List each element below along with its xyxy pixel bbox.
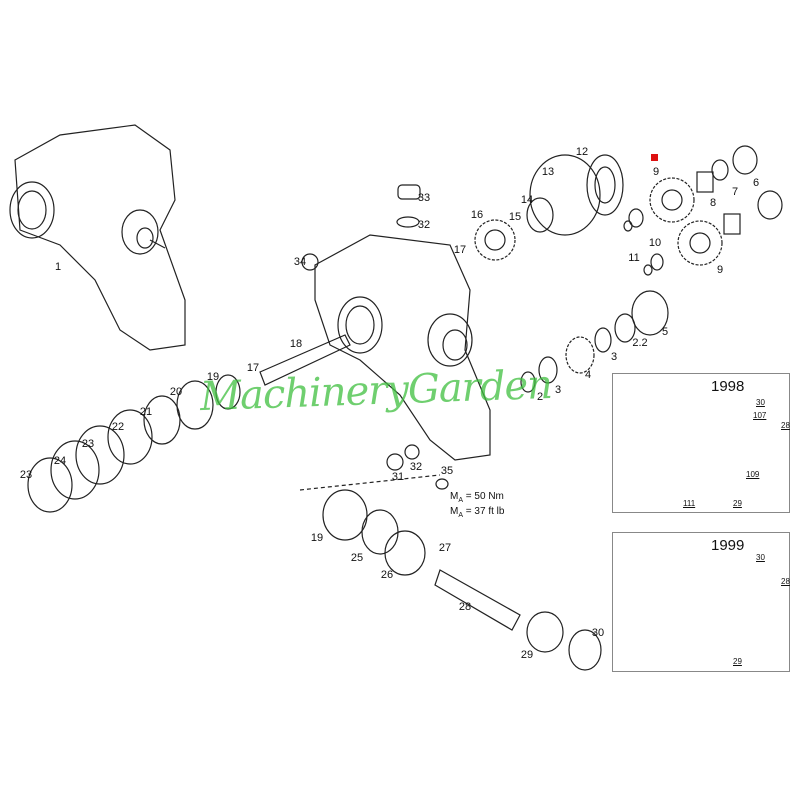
part-label: 29 bbox=[520, 649, 534, 661]
inset-label: 111 bbox=[683, 499, 696, 508]
part-label: 1 bbox=[54, 261, 62, 273]
housing-main bbox=[301, 184, 491, 461]
part-label: 13 bbox=[541, 166, 555, 178]
part-label: 23 bbox=[81, 438, 95, 450]
part-label: 17 bbox=[246, 362, 260, 374]
gear-train-upper bbox=[474, 145, 783, 276]
part-label: 22 bbox=[111, 421, 125, 433]
part-label: 19 bbox=[206, 371, 220, 383]
part-label: 31 bbox=[391, 471, 405, 483]
part-label: 11 bbox=[628, 252, 640, 264]
part-label: 9 bbox=[716, 264, 724, 276]
part-label: 9 bbox=[652, 166, 660, 178]
part-label: 3 bbox=[554, 384, 562, 396]
inset-label: 28 bbox=[781, 421, 790, 430]
part-label: 4 bbox=[584, 369, 592, 381]
part-label: 17 bbox=[453, 244, 467, 256]
part-label: 18 bbox=[289, 338, 303, 350]
part-label: 6 bbox=[752, 177, 760, 189]
inset-label: 107 bbox=[753, 411, 767, 420]
part-label: 10 bbox=[648, 237, 662, 249]
part-label: 28 bbox=[458, 601, 472, 613]
part-label: 2 bbox=[536, 391, 544, 403]
part-label: 23 bbox=[19, 469, 33, 481]
part-label: 32 bbox=[417, 219, 431, 231]
part-label: 35 bbox=[440, 465, 454, 477]
inset-year: 1999 bbox=[711, 537, 745, 554]
inset-label: 30 bbox=[756, 553, 765, 562]
part-label: 21 bbox=[139, 406, 153, 418]
part-label: 5 bbox=[661, 326, 669, 338]
part-label: 25 bbox=[350, 552, 364, 564]
shaft-parts-right bbox=[520, 290, 669, 393]
part-label: 32 bbox=[409, 461, 423, 473]
part-label: 27 bbox=[438, 542, 452, 554]
torque-spec-ftlb: MA = 37 ft lb bbox=[450, 506, 505, 519]
shaft-stack-lower bbox=[299, 444, 602, 671]
inset-label: 28 bbox=[781, 577, 790, 586]
inset-label: 29 bbox=[733, 499, 742, 508]
part-label: 16 bbox=[470, 209, 484, 221]
part-label: 14 bbox=[520, 194, 534, 206]
shaft-stack-left bbox=[27, 334, 351, 513]
part-label: 30 bbox=[591, 627, 605, 639]
inset-label: 109 bbox=[746, 470, 760, 479]
inset-1999: 1999 30 28 29 bbox=[612, 532, 790, 672]
highlight-marker bbox=[651, 154, 658, 161]
part-label: 20 bbox=[169, 386, 183, 398]
part-label: 12 bbox=[575, 146, 589, 158]
inset-label: 30 bbox=[756, 398, 765, 407]
part-label: 2.2 bbox=[632, 337, 648, 349]
part-label: 24 bbox=[53, 455, 67, 467]
housing-1 bbox=[9, 124, 186, 351]
part-label: 34 bbox=[293, 256, 307, 268]
inset-year: 1998 bbox=[711, 378, 745, 395]
part-label: 8 bbox=[709, 197, 717, 209]
torque-spec-nm: MA = 50 Nm bbox=[450, 491, 504, 504]
part-label: 26 bbox=[380, 569, 394, 581]
part-label: 15 bbox=[508, 211, 522, 223]
part-label: 3 bbox=[610, 351, 618, 363]
inset-label: 29 bbox=[733, 657, 742, 666]
part-label: 33 bbox=[417, 192, 431, 204]
part-label: 7 bbox=[731, 186, 739, 198]
inset-1998: 1998 30 107 28 109 111 29 bbox=[612, 373, 790, 513]
part-label: 19 bbox=[310, 532, 324, 544]
